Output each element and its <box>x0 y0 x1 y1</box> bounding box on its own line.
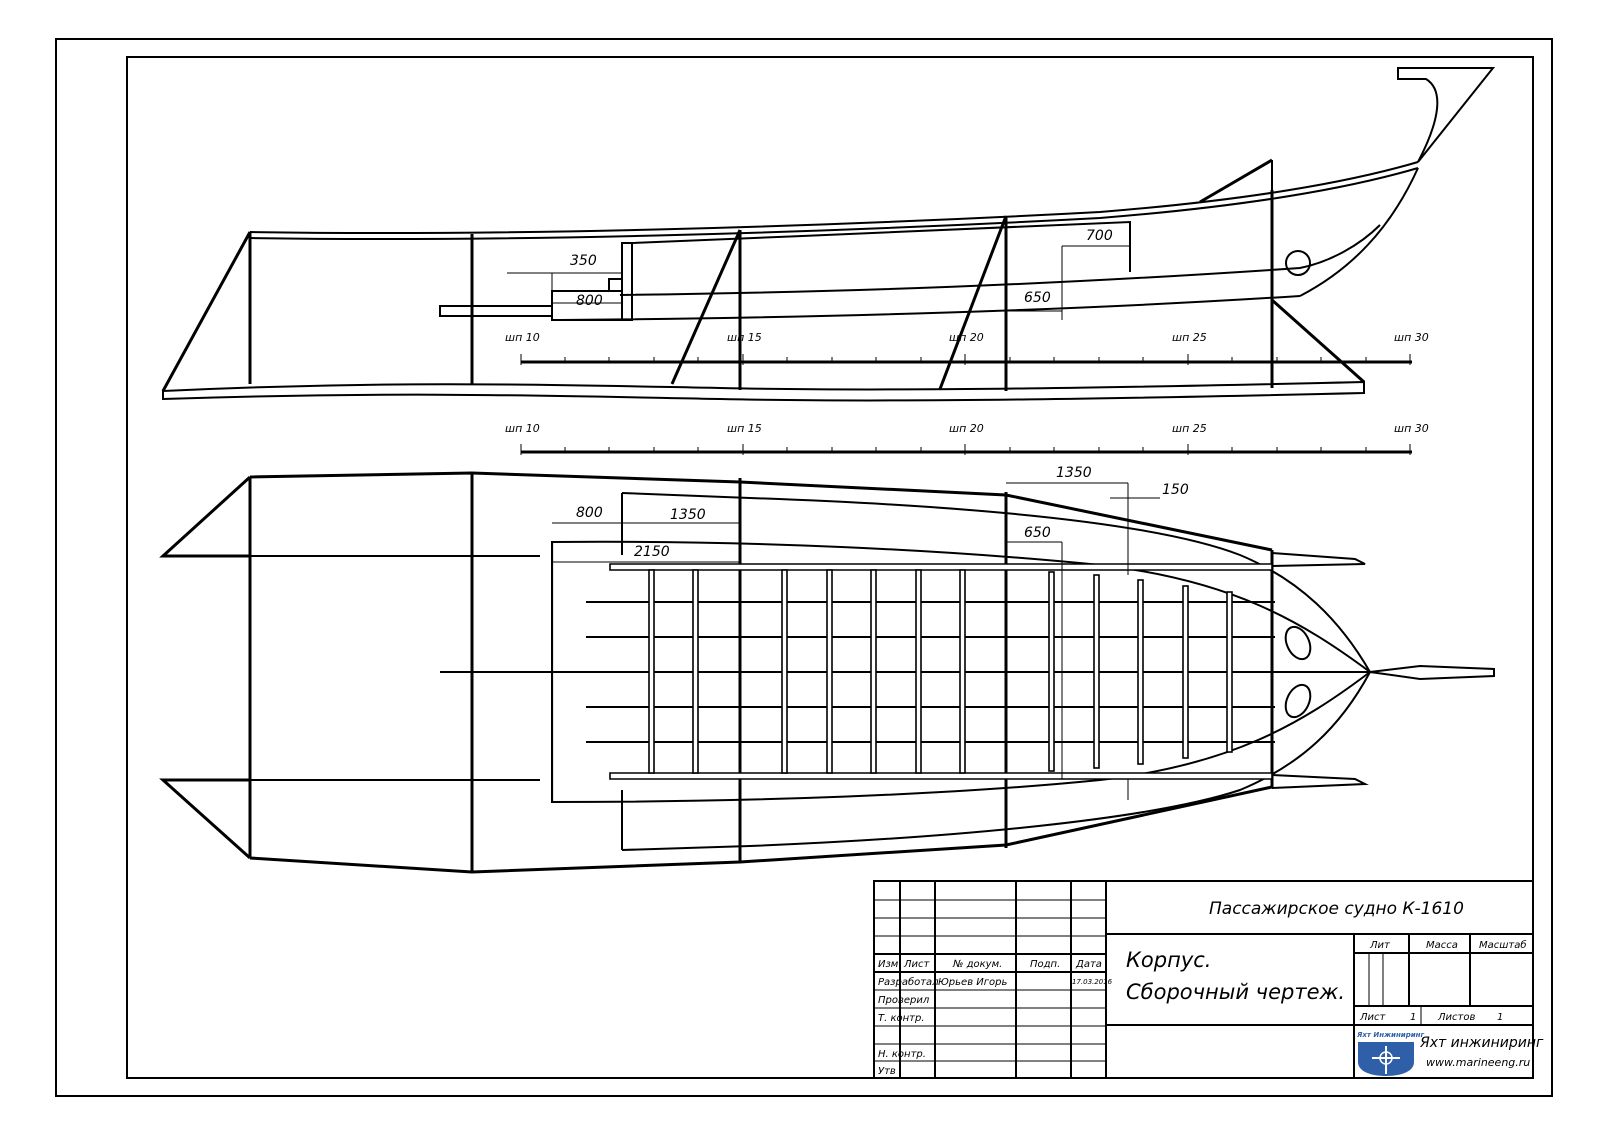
logo-text: Яхт Инжиниринг <box>1356 1031 1424 1039</box>
tb-lit: Лит <box>1369 940 1391 951</box>
plan-frame-label-25: шп 25 <box>1172 422 1207 435</box>
side-frame-label-30: шп 30 <box>1394 331 1429 344</box>
tb-sheets-value: 1 <box>1497 1012 1503 1023</box>
tb-developer-name: Юрьев Игорь <box>938 977 1007 988</box>
side-dim-350: 350 <box>570 253 597 269</box>
drawing-title: Пассажирское судно К-1610 <box>1209 899 1464 919</box>
plan-frame-label-15: шп 15 <box>727 422 762 435</box>
tb-row-ncontrol: Н. контр. <box>878 1049 926 1060</box>
plan-dim-1350-right: 1350 <box>1056 465 1092 481</box>
plan-dim-1350-left: 1350 <box>670 507 706 523</box>
side-frame-label-10: шп 10 <box>505 331 540 344</box>
drawing-subtitle-line1: Корпус. <box>1126 948 1211 972</box>
plan-frame-label-20: шп 20 <box>949 422 984 435</box>
side-frame-label-20: шп 20 <box>949 331 984 344</box>
tb-mass: Масса <box>1426 940 1458 951</box>
side-dim-700: 700 <box>1086 228 1113 244</box>
tb-col-date: Дата <box>1075 959 1102 970</box>
plan-dim-150: 150 <box>1162 482 1189 498</box>
tb-col-doc: № докум. <box>952 959 1002 970</box>
tb-developer-date: 17.03.2016 <box>1072 978 1113 986</box>
tb-row-approved: Утв <box>878 1066 896 1077</box>
plan-frame-label-10: шп 10 <box>505 422 540 435</box>
side-frame-label-15: шп 15 <box>727 331 762 344</box>
tb-row-checked: Проверил <box>878 995 930 1006</box>
plan-dim-2150: 2150 <box>634 544 670 560</box>
tb-row-tcontrol: Т. контр. <box>878 1013 925 1024</box>
tb-row-developer: Разработал <box>878 976 939 988</box>
tb-col-list: Лист <box>903 959 931 970</box>
outer-frame <box>55 38 1553 1097</box>
tb-sheet-label: Лист <box>1359 1012 1387 1023</box>
company-name: Яхт инжиниринг <box>1419 1035 1544 1051</box>
tb-col-izm: Изм <box>878 959 899 970</box>
plan-dim-800: 800 <box>576 505 603 521</box>
side-dim-800: 800 <box>576 293 603 309</box>
tb-sheet-value: 1 <box>1410 1012 1416 1023</box>
side-dim-650: 650 <box>1024 290 1051 306</box>
company-website: www.marineeng.ru <box>1426 1056 1530 1069</box>
drawing-subtitle-line2: Сборочный чертеж. <box>1126 980 1345 1004</box>
side-frame-label-25: шп 25 <box>1172 331 1207 344</box>
tb-scale: Масштаб <box>1479 939 1527 951</box>
plan-frame-label-30: шп 30 <box>1394 422 1429 435</box>
company-logo <box>1358 1042 1414 1076</box>
title-block <box>873 880 1534 1079</box>
plan-view <box>159 444 1495 874</box>
tb-col-sign: Подп. <box>1030 959 1060 970</box>
plan-dim-650: 650 <box>1024 525 1051 541</box>
side-view <box>161 67 1496 402</box>
inner-frame <box>126 56 1534 1079</box>
tb-sheets-label: Листов <box>1437 1012 1475 1023</box>
